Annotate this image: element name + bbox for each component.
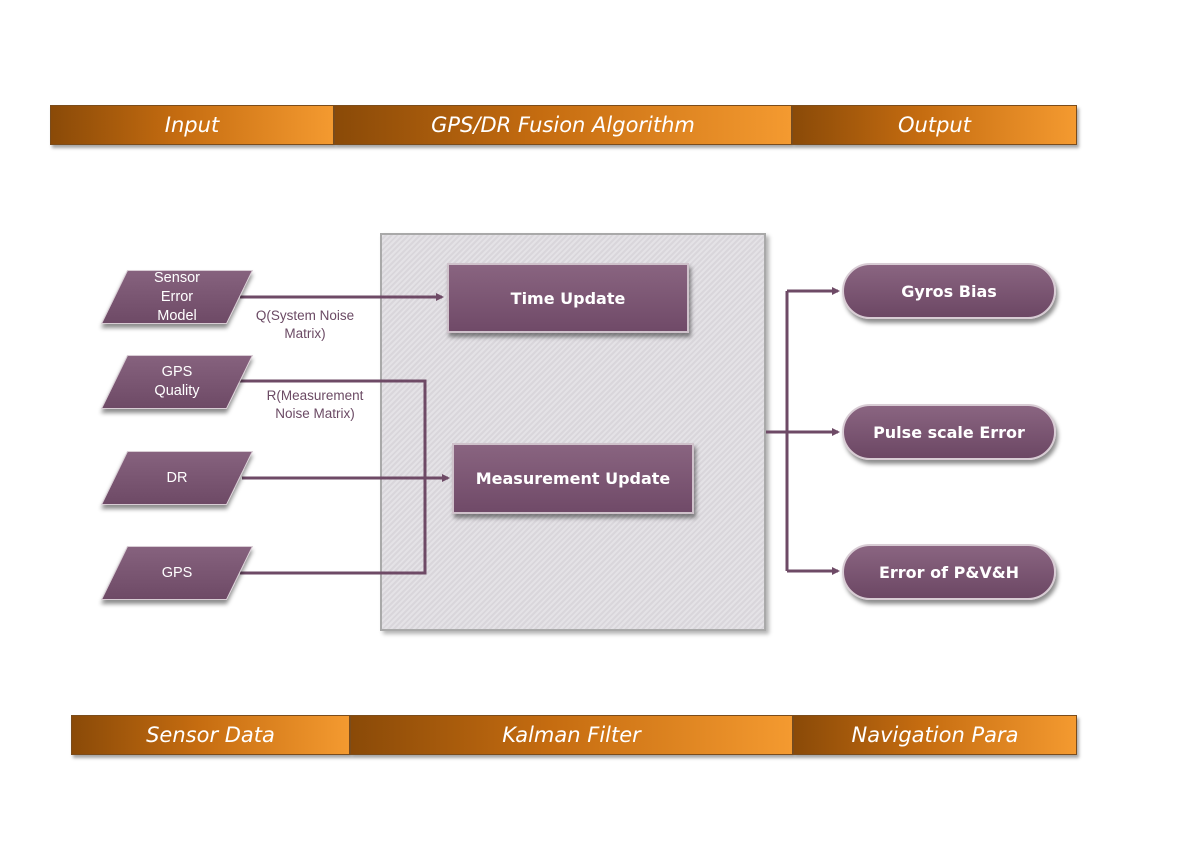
q-noise-label: Q(System Noise Matrix) [240,307,370,343]
q-noise-line-2: Matrix) [284,326,326,341]
dr-label: DR [166,469,188,486]
time-update-label: Time Update [510,288,626,308]
input-gps-quality: GPS Quality [100,355,254,409]
gps-to-measurement-line [240,478,427,575]
sensor-error-model-line-3: Model [157,307,197,324]
r-noise-line-1: R(Measurement [266,388,364,403]
output-pulse-scale-error: Pulse scale Error [842,404,1056,460]
footer-sensor-data-label: Sensor Data [146,723,275,747]
footer-sensor-data: Sensor Data [71,715,350,755]
gps-quality-to-measurement-line [238,379,427,478]
sensor-error-model-line-1: Sensor [154,269,200,286]
header-algorithm: GPS/DR Fusion Algorithm [334,105,792,145]
header-input-label: Input [164,113,220,137]
header-output: Output [792,105,1077,145]
gyros-bias-label: Gyros Bias [901,281,997,301]
r-noise-line-2: Noise Matrix) [275,406,355,421]
output-gyros-bias: Gyros Bias [842,263,1056,319]
q-noise-line-1: Q(System Noise [255,308,355,323]
header-input: Input [50,105,334,145]
error-pvh-label: Error of P&V&H [878,562,1020,582]
header-output-label: Output [898,113,971,137]
gps-quality-line-2: Quality [154,383,200,399]
sensor-error-model-line-2: Error [160,288,194,305]
time-update-block: Time Update [447,263,689,333]
footer-kalman-filter: Kalman Filter [350,715,793,755]
pulse-scale-error-label: Pulse scale Error [873,422,1025,442]
measurement-update-block: Measurement Update [452,443,694,514]
footer-navigation-para-label: Navigation Para [851,723,1019,747]
header-algorithm-label: GPS/DR Fusion Algorithm [431,113,695,137]
gps-label: GPS [161,564,193,581]
r-noise-label: R(Measurement Noise Matrix) [250,387,380,423]
input-sensor-error-model: Sensor Error Model [100,269,254,324]
measurement-update-label: Measurement Update [475,469,671,488]
footer-navigation-para: Navigation Para [793,715,1077,755]
gps-quality-line-1: GPS [161,364,193,380]
input-dr: DR [100,451,254,505]
footer-kalman-filter-label: Kalman Filter [502,723,641,747]
input-gps: GPS [100,546,254,600]
output-error-pvh: Error of P&V&H [842,544,1056,600]
